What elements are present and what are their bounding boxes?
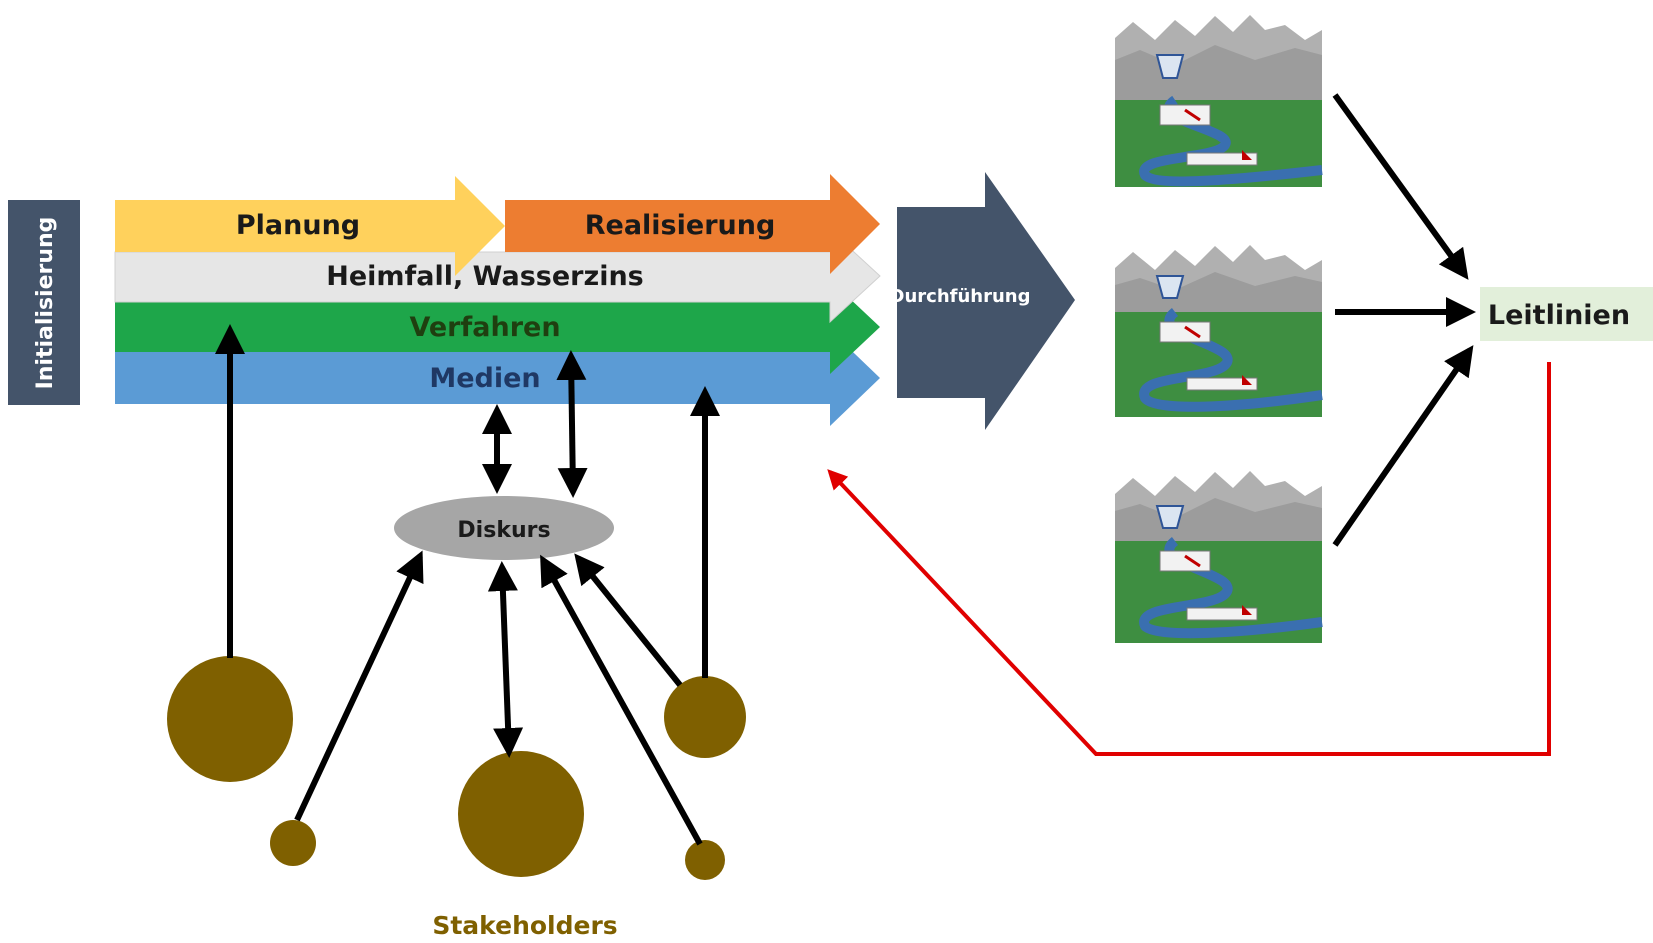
scene-thumbnails	[1115, 10, 1323, 643]
diskurs-node: Diskurs	[394, 496, 614, 560]
leitlinien-box: Leitlinien	[1480, 287, 1653, 341]
band-medien: Medien	[115, 330, 880, 426]
stakeholder-circle	[664, 676, 746, 758]
arrow-scene3-leitlinien	[1332, 345, 1474, 547]
diskurs-label: Diskurs	[457, 518, 550, 543]
stakeholder-circles	[167, 656, 746, 880]
stakeholder-circle	[685, 840, 725, 880]
stakeholder-circle	[270, 820, 316, 866]
realisierung-label: Realisierung	[585, 210, 776, 241]
arrow-diskurs-stakeholder	[487, 561, 524, 758]
arrow-stakeholder-to-diskurs	[294, 550, 424, 822]
leitlinien-label: Leitlinien	[1488, 300, 1630, 331]
band-heimfall: Heimfall, Wasserzins	[114, 228, 881, 324]
scene-2	[1115, 240, 1323, 417]
durchfuehrung-label: Durchführung	[890, 286, 1031, 307]
scene-3	[1115, 466, 1323, 643]
stakeholders-label: Stakeholders	[432, 911, 617, 940]
durchfuehrung-arrow: Durchführung	[890, 172, 1075, 430]
stakeholder-circle	[458, 751, 584, 877]
arrow-diskurs-verfahren	[556, 350, 588, 498]
arrow-stakeholder-to-diskurs-right2	[574, 553, 683, 687]
phase-realisierung-arrow: Realisierung	[505, 174, 880, 274]
phase-planung-arrow: Planung	[115, 176, 505, 276]
band-verfahren: Verfahren	[115, 280, 880, 374]
arrow-stakeholder-to-diskurs-right	[540, 554, 703, 846]
initialisierung-box: Initialisierung	[8, 200, 80, 405]
medien-label: Medien	[429, 363, 540, 394]
scene-1	[1115, 10, 1323, 187]
arrow-scene1-leitlinien	[1332, 93, 1469, 280]
feedback-loop	[827, 362, 1551, 756]
verfahren-label: Verfahren	[409, 312, 560, 343]
planung-label: Planung	[236, 210, 360, 241]
initialisierung-label: Initialisierung	[33, 217, 58, 390]
scene-arrows	[1332, 93, 1476, 547]
stakeholder-arrows	[215, 324, 720, 846]
stakeholder-circle	[167, 656, 293, 782]
heimfall-label: Heimfall, Wasserzins	[326, 261, 644, 292]
